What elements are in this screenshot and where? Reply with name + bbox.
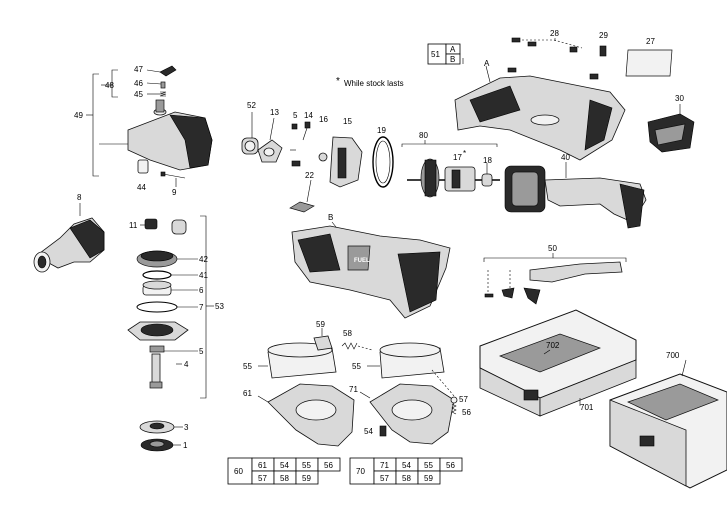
callout-54: 54 [364, 427, 373, 436]
callout-701: 701 [580, 403, 594, 412]
callout-15: 15 [343, 117, 352, 126]
callout-41: 41 [199, 271, 208, 280]
callout-8: 8 [77, 193, 82, 202]
callout-80: 80 [419, 131, 428, 140]
reference-box-51: 51 A B [427, 43, 461, 65]
callout-50: 50 [548, 244, 557, 253]
callout-19: 19 [377, 126, 386, 135]
table60-cell: 56 [324, 461, 333, 470]
ref-a: A [450, 45, 456, 54]
table70-cell: 56 [446, 461, 455, 470]
callout-1: 1 [183, 441, 188, 450]
housing-half-b: FUEL [291, 221, 451, 319]
spindle-part [151, 353, 161, 385]
nut-part [144, 218, 158, 230]
table60-cell: 59 [302, 474, 311, 483]
callout-46: 46 [134, 79, 143, 88]
fuel-badge-text: FUEL [354, 258, 370, 264]
table60-cell: 60 [234, 467, 243, 476]
callout-5b: 5 [199, 347, 204, 356]
motor-parts [241, 112, 500, 213]
callout-B: B [328, 213, 333, 222]
table60-cell: 61 [258, 461, 267, 470]
callout-3: 3 [184, 423, 189, 432]
stock-note: * While stock lasts [336, 76, 404, 88]
callout-52: 52 [247, 101, 256, 110]
side-handle [33, 203, 105, 273]
parts-table-60: 60 61 54 55 56 57 58 59 [227, 457, 341, 485]
callout-30: 30 [675, 94, 684, 103]
callout-18: 18 [483, 156, 492, 165]
callout-13: 13 [270, 108, 279, 117]
callout-17-star: * [463, 149, 466, 158]
table70-cell: 54 [402, 461, 411, 470]
table70-cell: 71 [380, 461, 389, 470]
callout-40: 40 [561, 153, 570, 162]
callout-27: 27 [646, 37, 655, 46]
callout-702: 702 [546, 341, 560, 350]
callout-44: 44 [137, 183, 146, 192]
callout-22: 22 [305, 171, 314, 180]
table70-cell: 55 [424, 461, 433, 470]
ref-number: 51 [431, 50, 440, 59]
parts-table-70: 70 71 54 55 56 57 58 59 [349, 457, 463, 485]
table70-cell: 57 [380, 474, 389, 483]
note-star: * [336, 76, 340, 87]
callout-59: 59 [316, 320, 325, 329]
callout-labels: 47 48 46 45 49 44 9 8 11 42 41 6 7 53 5 … [74, 29, 684, 450]
ref-b: B [450, 55, 455, 64]
callout-71: 71 [349, 385, 358, 394]
lock-lever-part [159, 65, 177, 77]
callout-14: 14 [304, 111, 313, 120]
callout-56: 56 [462, 408, 471, 417]
guard-60-assembly [257, 328, 373, 447]
table60-cell: 55 [302, 461, 311, 470]
gear-head-assembly [86, 65, 213, 187]
callout-61: 61 [243, 389, 252, 398]
callout-4: 4 [184, 360, 189, 369]
callout-47: 47 [134, 65, 143, 74]
callout-49: 49 [74, 111, 83, 120]
note-text: While stock lasts [344, 79, 404, 88]
spindle-stack [127, 215, 214, 452]
callout-55a: 55 [243, 362, 252, 371]
callout-5a: 5 [293, 111, 298, 120]
callout-9: 9 [172, 188, 177, 197]
switch-parts [483, 253, 627, 305]
guard-70-assembly [359, 342, 458, 445]
callout-58: 58 [343, 329, 352, 338]
table70-cell: 70 [356, 467, 365, 476]
callout-A: A [484, 59, 490, 68]
callout-700: 700 [666, 351, 680, 360]
field-switch-assembly [504, 162, 647, 229]
table60-cell: 57 [258, 474, 267, 483]
callout-29: 29 [599, 31, 608, 40]
callout-7: 7 [199, 303, 204, 312]
callout-45: 45 [134, 90, 143, 99]
housing-half-a [454, 37, 695, 161]
callout-6: 6 [199, 286, 204, 295]
callout-55b: 55 [352, 362, 361, 371]
table60-cell: 58 [280, 474, 289, 483]
callout-28: 28 [550, 29, 559, 38]
screw-part [162, 173, 186, 179]
bushing-part [137, 159, 149, 174]
table60-cell: 54 [280, 461, 289, 470]
bearing-part [171, 219, 187, 235]
pin-part [160, 81, 166, 89]
table70-cell: 58 [402, 474, 411, 483]
carry-cases [479, 309, 727, 489]
callout-42: 42 [199, 255, 208, 264]
callout-11: 11 [129, 221, 138, 230]
callout-17: 17 [453, 153, 462, 162]
table70-cell: 59 [424, 474, 433, 483]
callout-16: 16 [319, 115, 328, 124]
callout-57: 57 [459, 395, 468, 404]
callout-48: 48 [105, 81, 114, 90]
callout-53: 53 [215, 302, 224, 311]
